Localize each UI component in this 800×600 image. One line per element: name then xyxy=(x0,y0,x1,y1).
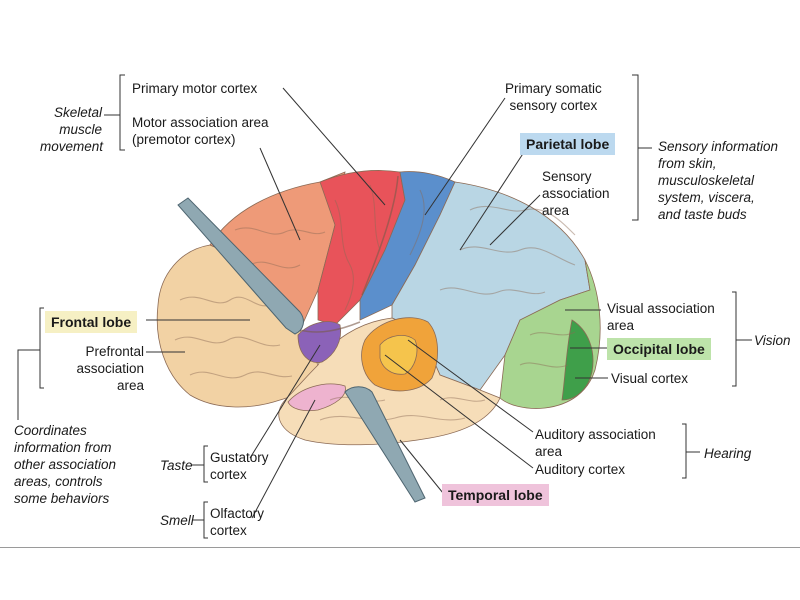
label-skeletal-muscle-movement: Skeletal muscle movement xyxy=(40,105,104,154)
label-temporal-lobe: Temporal lobe xyxy=(442,484,549,506)
bottom-divider xyxy=(0,547,800,548)
lower-probe xyxy=(344,386,426,503)
auditory-cortex-region xyxy=(379,335,418,375)
label-olfactory-cortex: Olfactory cortex xyxy=(210,506,265,538)
visual-cortex-region xyxy=(561,319,594,401)
label-auditory-association-area: Auditory association area xyxy=(535,427,656,459)
label-visual-cortex: Visual cortex xyxy=(611,371,689,386)
label-coordinates-information: Coordinates information from other assoc… xyxy=(14,423,117,506)
label-sensory-information: Sensory information from skin, musculosk… xyxy=(658,139,779,222)
label-motor-association-area: Motor association area (premotor cortex) xyxy=(132,115,269,147)
label-visual-association-area: Visual association area xyxy=(607,301,715,333)
label-auditory-cortex: Auditory cortex xyxy=(535,462,626,477)
label-primary-somatic-sensory-cortex: Primary somatic sensory cortex xyxy=(505,81,602,113)
leader-lines xyxy=(17,74,752,539)
olfactory-region xyxy=(287,383,346,412)
label-smell: Smell xyxy=(160,513,194,528)
label-parietal-lobe: Parietal lobe xyxy=(520,133,616,155)
label-occipital-lobe: Occipital lobe xyxy=(607,338,711,360)
label-frontal-lobe: Frontal lobe xyxy=(45,311,138,333)
lateral-fissure xyxy=(299,321,361,333)
label-taste: Taste xyxy=(160,458,193,473)
label-sensory-association-area: Sensory association area xyxy=(542,169,610,218)
label-hearing: Hearing xyxy=(704,446,752,461)
label-vision: Vision xyxy=(754,333,791,348)
gyri-texture xyxy=(174,184,576,421)
label-prefrontal-association-area: Prefrontal association area xyxy=(76,344,144,393)
central-sulcus xyxy=(361,175,399,296)
upper-probe xyxy=(177,197,304,335)
premotor-region xyxy=(209,171,346,331)
label-gustatory-cortex: Gustatory cortex xyxy=(210,450,269,482)
label-primary-motor-cortex: Primary motor cortex xyxy=(132,81,258,96)
